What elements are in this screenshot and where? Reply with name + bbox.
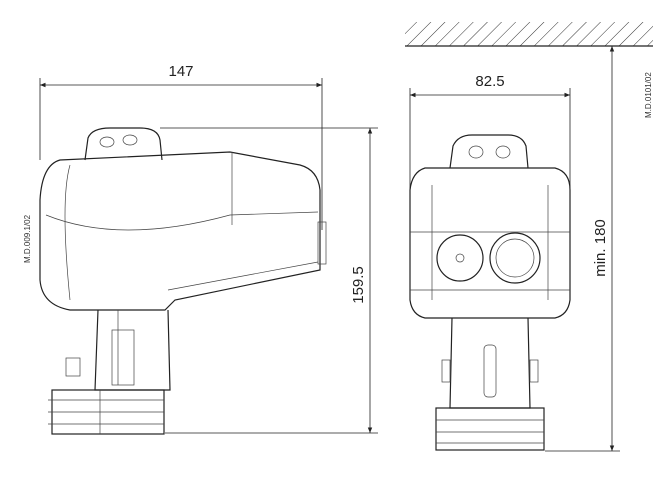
clearance-label: min. 180 — [592, 219, 609, 277]
actuator-side-outline — [39, 127, 327, 435]
right-port-icon — [489, 232, 541, 284]
width-label: 147 — [168, 63, 193, 80]
drawing-code-left: M.D.009.1/02 — [23, 214, 32, 263]
side-view: 147 159.5 M.D.009.1/02 — [23, 63, 378, 435]
clearance-dimension: min. 180 — [545, 46, 620, 452]
drawing-code-right: M.D.0101/02 — [644, 72, 653, 118]
front-view: 82.5 min. 180 M.D.0101/02 — [405, 22, 653, 452]
height-dimension: 159.5 — [160, 127, 378, 434]
actuator-front-outline — [409, 134, 571, 451]
width-dimension-front: 82.5 — [409, 73, 571, 230]
ceiling — [405, 22, 653, 47]
front-width-label: 82.5 — [475, 73, 504, 90]
width-dimension: 147 — [39, 63, 323, 230]
left-port-icon — [436, 234, 484, 282]
height-label: 159.5 — [350, 266, 367, 304]
